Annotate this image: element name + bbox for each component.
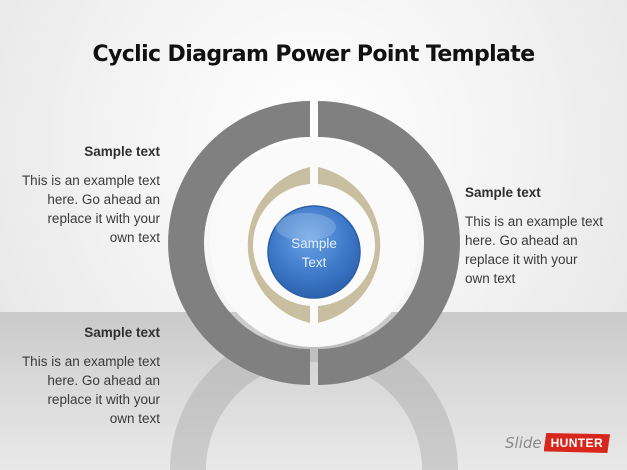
- logo-word-slide: Slide: [505, 434, 542, 452]
- center-label-line2: Text: [301, 255, 327, 270]
- inner-ring-left-segment: [247, 167, 310, 323]
- outer-ring-right-segment: [318, 101, 460, 385]
- text-block-top-left: Sample text This is an example text here…: [10, 142, 160, 247]
- outer-ring-reflection: [170, 326, 458, 470]
- text-block-line: here. Go ahead an: [465, 233, 578, 248]
- text-block-line: This is an example text: [21, 173, 160, 188]
- text-block-line: replace it with your: [465, 252, 578, 267]
- outer-ring-left-segment: [168, 101, 310, 385]
- text-block-line: own text: [109, 411, 160, 426]
- slidehunter-logo: Slide HUNTER: [505, 430, 611, 456]
- center-label: Sample Text: [264, 234, 364, 272]
- text-block-line: replace it with your: [47, 392, 160, 407]
- text-block-right: Sample text This is an example text here…: [465, 183, 615, 288]
- center-circle-highlight: [276, 213, 336, 241]
- text-block-line: own text: [465, 271, 516, 286]
- text-block-heading: Sample text: [465, 185, 541, 200]
- text-block-line: here. Go ahead an: [47, 192, 160, 207]
- text-block-line: here. Go ahead an: [47, 373, 160, 388]
- text-block-line: own text: [109, 230, 160, 245]
- center-label-line1: Sample: [291, 236, 337, 251]
- logo-word-hunter: HUNTER: [543, 433, 611, 453]
- center-circle: [267, 205, 361, 299]
- slide-title: Cyclic Diagram Power Point Template: [92, 42, 535, 67]
- text-block-line: replace it with your: [47, 211, 160, 226]
- text-block-heading: Sample text: [84, 144, 160, 159]
- text-block-line: This is an example text: [21, 354, 160, 369]
- text-block-bottom-left: Sample text This is an example text here…: [10, 323, 160, 428]
- text-block-line: This is an example text: [465, 214, 604, 229]
- text-block-heading: Sample text: [84, 325, 160, 340]
- inner-ring-right-segment: [318, 167, 381, 323]
